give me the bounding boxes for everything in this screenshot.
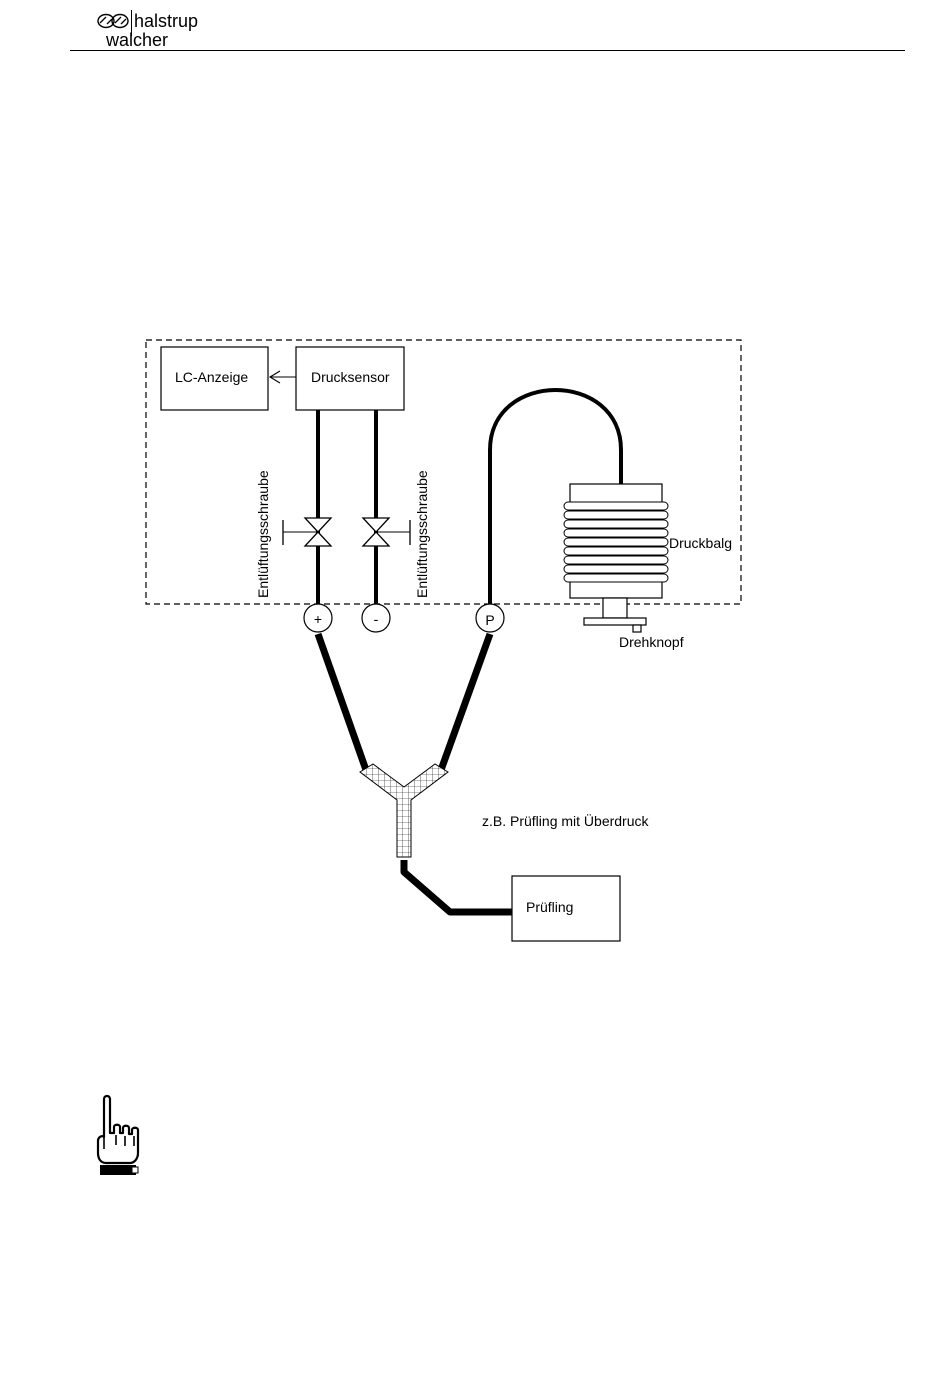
diagram-caption: z.B. Prüfling mit Überdruck	[482, 812, 649, 829]
knob-icon	[584, 598, 646, 632]
signal-arrow	[270, 371, 296, 383]
pointing-hand-icon	[92, 1093, 144, 1179]
port-minus: -	[362, 604, 390, 632]
vent-screw-label-right: Entlüftungsschraube	[414, 470, 430, 598]
bellows-icon	[564, 484, 668, 598]
y-connector-icon	[360, 764, 448, 857]
bellows-label: Druckbalg	[669, 535, 732, 551]
port-p: P	[476, 604, 504, 632]
vent-screw-label-left: Entlüftungsschraube	[255, 470, 271, 598]
hose-p	[441, 634, 490, 770]
port-p-label: P	[485, 612, 494, 628]
hose-plus	[318, 634, 366, 770]
port-plus: +	[304, 604, 332, 632]
pressure-sensor-box: Drucksensor	[296, 347, 404, 410]
port-minus-label: -	[374, 611, 379, 627]
vent-valve-left-icon	[283, 518, 331, 546]
knob-label: Drehknopf	[619, 634, 684, 650]
hose-to-test-object	[404, 860, 514, 912]
port-plus-label: +	[314, 611, 322, 627]
lc-display-box: LC-Anzeige	[161, 347, 268, 410]
test-object-box: Prüfling	[512, 876, 620, 941]
vent-valve-right-icon	[363, 518, 410, 546]
lc-display-label: LC-Anzeige	[175, 369, 248, 385]
test-object-label: Prüfling	[526, 899, 573, 915]
pressure-sensor-label: Drucksensor	[311, 369, 390, 385]
